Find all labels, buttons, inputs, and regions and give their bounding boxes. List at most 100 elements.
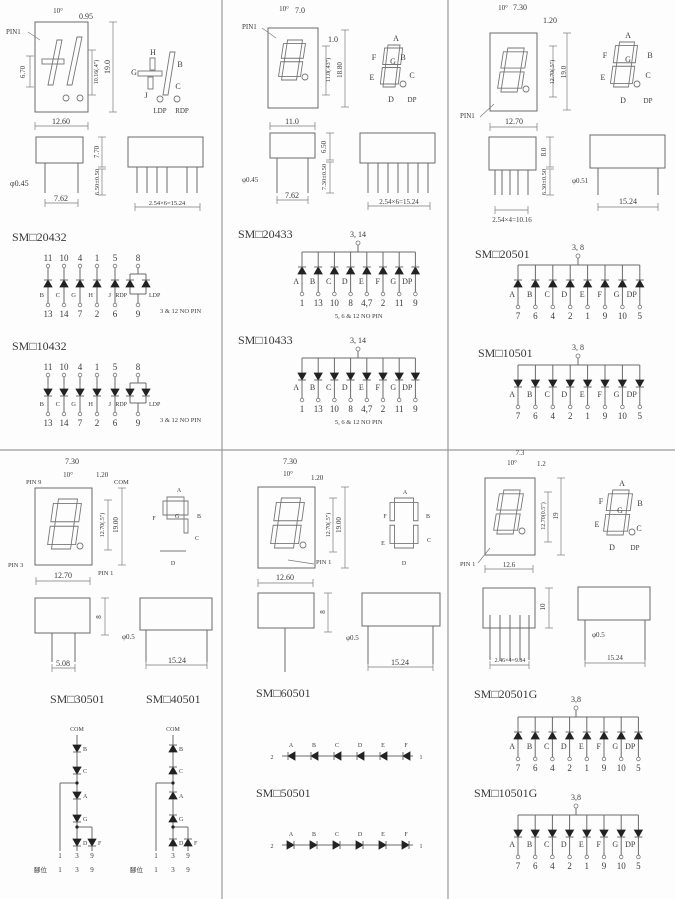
pin-terminal	[413, 291, 418, 297]
pin-number: 1	[585, 763, 590, 773]
diode-e	[582, 279, 593, 288]
diode-dp	[410, 266, 421, 275]
segment-label: B	[312, 743, 316, 749]
junction	[171, 781, 175, 785]
ldp-dot	[62, 94, 70, 102]
decimal-point	[399, 80, 407, 88]
body-height-label: 6.50	[320, 140, 328, 153]
segment-label: A	[293, 277, 299, 286]
front-view-body	[34, 21, 89, 113]
segment-diagram-segment-a	[611, 489, 630, 495]
digit-segment-c	[296, 61, 304, 77]
pin-number: 6	[113, 418, 118, 428]
segment-diagram-segment-b	[625, 493, 634, 512]
segment-label: D	[561, 742, 567, 751]
diode	[110, 388, 120, 397]
pin-number: 1	[95, 253, 100, 263]
segment-label: F	[597, 840, 602, 849]
pin-terminal	[61, 411, 67, 417]
pin-number: 11	[44, 362, 53, 372]
segment-label: E	[579, 742, 584, 751]
segment-label: F	[376, 277, 381, 286]
decimal-point	[628, 528, 636, 536]
leader-line	[287, 559, 315, 565]
diode	[92, 279, 102, 288]
pin-length-label: 7.30±0.50	[321, 164, 328, 190]
width-label: 12.70	[54, 571, 72, 580]
pin-number: 11	[395, 404, 404, 414]
diode-a	[72, 791, 82, 800]
pin-terminal	[568, 304, 573, 310]
pin-terminal	[619, 756, 624, 762]
digit-height-label: 12.70(.5")	[99, 513, 106, 537]
circuit-title: SM□20433	[238, 227, 293, 241]
pin-terminal	[550, 404, 555, 410]
digit-segment-b	[299, 43, 306, 59]
pin-number: 9	[603, 411, 608, 421]
segment-diagram-segment-d	[382, 83, 396, 88]
segment-label: D	[179, 841, 184, 847]
pin-number: 5	[113, 253, 118, 263]
pin-terminal	[636, 854, 641, 860]
digit-segment-f	[500, 51, 508, 69]
segment-b-c	[162, 51, 176, 96]
pin-number: 8	[348, 298, 353, 308]
pin-number: 5	[638, 311, 643, 321]
pin-terminal	[135, 372, 141, 378]
segment-label: C	[335, 832, 339, 838]
segment-label: C	[335, 743, 339, 749]
segment-label: DP	[627, 290, 638, 299]
pin-number: 7	[78, 309, 83, 319]
digit-width-label: 7.30	[513, 3, 527, 12]
pin-number: 4	[550, 861, 555, 871]
pin-terminal	[637, 404, 642, 410]
decimal-point	[518, 527, 526, 535]
segment-label: F	[98, 841, 102, 847]
pin-terminal	[135, 263, 141, 269]
pin1-label: PIN 1	[98, 570, 113, 577]
segment-label-b: B	[400, 53, 405, 62]
diode-c	[329, 372, 340, 381]
segment-diagram-segment-g	[166, 514, 185, 520]
segment-label: F	[598, 390, 603, 399]
back-view-body	[589, 134, 666, 169]
segment-label: G	[71, 292, 76, 299]
diode-a	[168, 791, 178, 800]
pin1-label: PIN 1	[460, 561, 475, 568]
height-label: 19.00	[335, 517, 343, 533]
pin-length-label: 6.30±0.50	[541, 169, 548, 195]
pin-number: 1	[300, 298, 305, 308]
pin-number: 5	[113, 362, 118, 372]
segment-label: C	[544, 290, 549, 299]
com-label: COM	[70, 727, 84, 733]
segment-label: G	[71, 401, 76, 408]
pin-number: 2	[95, 418, 100, 428]
diode-c	[72, 766, 82, 775]
common-pin-label: 3,8	[571, 793, 581, 802]
pin-terminal	[585, 404, 590, 410]
pin-terminal	[316, 397, 321, 403]
diode-c	[332, 840, 341, 850]
pin1-label: PIN 1	[316, 559, 331, 566]
pin-terminal	[533, 756, 538, 762]
pin-terminal	[332, 291, 337, 297]
pin-number: 9	[603, 311, 608, 321]
segment-label: G	[390, 277, 396, 286]
pin-number: 8	[136, 253, 141, 263]
segment-label: C	[326, 277, 331, 286]
height-label: 19	[552, 512, 560, 520]
back-view-body	[361, 592, 441, 627]
digit-segment-a	[57, 498, 79, 504]
pin-number: 1	[585, 861, 590, 871]
pin-diameter-label: φ0.51	[572, 177, 589, 185]
common-pin-label: 3, 14	[350, 230, 366, 239]
pin-number: 1	[58, 852, 62, 860]
diode-d	[345, 266, 356, 275]
digit-segment-d	[280, 76, 298, 81]
pin-terminal	[601, 854, 607, 860]
diode-dp	[633, 829, 644, 838]
segment-label: C	[56, 401, 60, 408]
segment-label: D	[342, 383, 348, 392]
segment-label: C	[56, 292, 60, 299]
diode-c	[547, 731, 558, 740]
